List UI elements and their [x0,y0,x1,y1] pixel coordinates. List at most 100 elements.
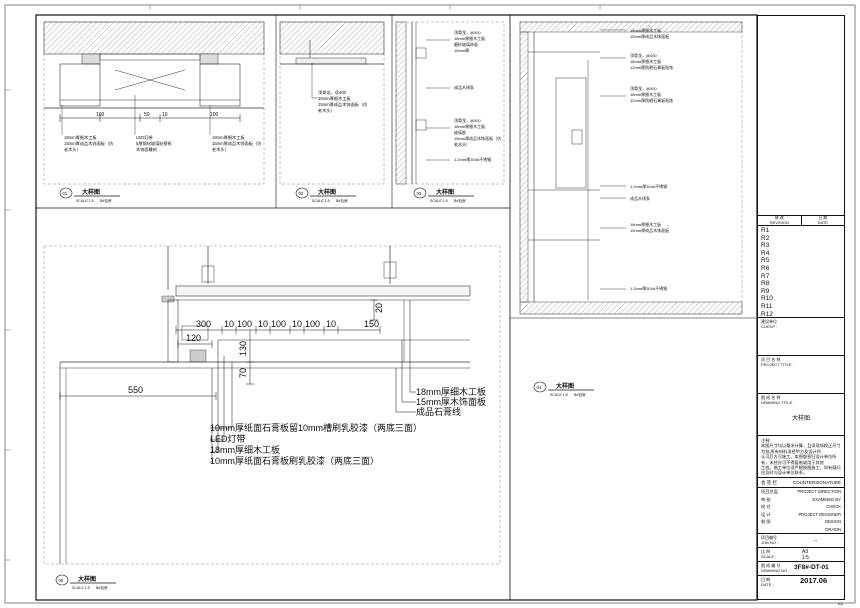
date-value: 2017.06 [800,576,828,585]
revision-item: R3 [761,242,770,250]
scale-label-cn: 比 例 [761,549,771,554]
d05-note-l1: 10mm厚纸面石膏板留10mm槽刷乳胶漆（两底三面） [210,422,422,433]
d02-ref: B#包房 [336,198,348,203]
d04-note-7: 18mm厚细木工板 [630,91,661,97]
d03-ref: B#包房 [454,198,466,203]
d03-number: 03 [417,191,422,196]
notes-heading: 注释: [761,438,771,443]
d03-note-2: 18mm厚细木工板 [454,35,485,41]
d01-dim-2: 50 [144,112,150,118]
d02-number: 02 [299,191,304,196]
revision-item: R7 [761,272,770,280]
drawing-title-value: 大样图 [792,416,811,422]
d03-note-9: 15mm厚成品木饰面板（仿 [454,135,501,141]
scale-value: 1:5 [802,555,809,561]
d01-note-c2: 15mm厚成品木饰面板（仿 [212,140,261,147]
revision-item: R6 [761,264,770,272]
drawing-no-field: 图 纸 编 号 DRAWING NO. : 3F8#-DT-01 [758,562,844,576]
drawing-title-label-cn: 图 纸 名 称 [761,395,781,400]
d01-note-b2: 5厚钢化玻璃贴壁纸 [136,140,173,147]
d05-dim-100c: 100 [305,319,320,329]
scale-field: 比 例 SCALE : A3 1:5 [758,548,844,562]
logo-area [758,16,844,216]
d03-note-6: 顶骨龙，@400 [454,117,482,123]
job-no-value: -- [814,538,818,544]
d04-note-6: 顶骨龙，@400 [630,85,658,91]
d01-note-b3: 木饰面雕刻 [136,146,157,153]
d03-note-11: 1.2mm厚304#不锈钢 [454,156,491,162]
project-label-cn: 项 目 名 称 [761,357,781,362]
d05-number: 05 [59,578,64,583]
title-block: 修 改 REVISION 日 期 DATE R1 R2 R3 R4 R5 R6 … [757,15,845,600]
d05-dim-100a: 100 [237,319,252,329]
notes-field: 注释: 本图尺寸均以毫米计算，且须现场校正尺寸为准,所有材料须经甲方及设计师 认… [758,436,844,478]
revision-item: R8 [761,280,770,288]
d04-note-3: 顶骨龙，@400 [630,52,658,58]
detail-05: 300 10 100 10 100 10 100 10 150 20 120 1… [43,245,501,590]
d02-scale: SCALE 1:5 [312,199,330,203]
countersign-header: 会 签 栏 COUNTERSIGNATURE [758,478,844,488]
d02-note-1: 顶骨龙，@400 [318,89,347,96]
d04-note-10: 成品木线条 [630,195,650,201]
d05-dim-10d: 10 [326,319,336,329]
d01-note-2: 15mm厚成品木饰面板（仿 [64,140,113,147]
drawing-title-field: 图 纸 名 称 DRAWING TITLE : 大样图 [758,394,844,436]
d04-note-8: 12mm厚防晒石膏板贴饰 [630,97,673,103]
d05-dim-10b: 10 [258,319,268,329]
paper-size-value: A3 [802,549,809,555]
panel-grid [36,15,757,600]
d02-title: 大样图 [318,188,336,196]
d04-ref: B#包房 [574,392,586,397]
job-no-label-en: JOB NO. : [761,539,780,545]
revision-item: R2 [761,234,770,242]
d01-scale: SCALE 1:5 [76,199,94,203]
d05-dim-150: 150 [364,319,379,329]
d03-note-5: 成品木线条 [454,84,474,90]
d04-scale: SCALE 1:5 [550,393,568,397]
d05-note-r3: 成品石膏线 [416,406,461,417]
revision-item: R10 [761,295,773,303]
notes-line: 认可后方可施工。本图版权归设计单位所有，未经许可不得复制或用于其他 [761,454,837,465]
d01-dim-3: 10 [162,112,168,118]
d04-note-12: 15mm厚成品木饰面板 [630,227,669,233]
revision-label-en: REVISION [769,219,789,225]
sheet-size-mark: A3 [838,601,844,606]
d05-title: 大样图 [78,575,96,583]
d01-note-3: 老木头） [64,146,81,153]
d05-ref: B#包房 [96,585,108,590]
d05-dim-120: 120 [186,333,201,343]
d05-dim-550: 550 [128,385,143,395]
project-label-en: PROJECT TITLE : [761,361,794,367]
d03-note-4: 15mm厚 [454,48,469,53]
detail-01: 100 50 10 100 18mm厚细木工板 15mm厚成品木饰面板（仿 老木… [43,21,265,203]
drawing-no-value: 3F8#-DT-01 [794,564,829,571]
countersign-label-cn: 会 签 栏 [761,480,778,485]
d01-note-c1: 18mm厚细木工板 [212,134,245,141]
project-title-field: 项 目 名 称 PROJECT TITLE : [758,356,844,394]
d05-dim-130: 130 [238,341,248,356]
d05-note-r1: 18mm厚细木工板 [416,386,486,397]
d05-dim-20: 20 [374,303,384,313]
detail-04: 18mm厚细木工板 15mm厚成品木饰面板 顶骨龙，@400 18mm厚细木工板… [519,21,743,397]
scale-label-en: SCALE : [761,553,777,559]
d01-title: 大样图 [82,188,100,196]
d03-note-7: 18mm厚细木工板 [454,123,485,129]
date-label-en: DATE [817,219,828,225]
client-label-en: CLIENT : [761,323,778,329]
edge-ticks [5,5,601,561]
d05-dim-70: 70 [238,368,248,378]
d01-note-b1: LED灯带 [136,134,153,141]
revision-item: R1 [761,227,770,234]
d01-dim-4: 100 [210,112,219,118]
d04-note-5: 12mm厚防晒石膏板贴饰 [630,64,673,70]
d04-number: 04 [537,385,542,390]
sheet-border-outer [4,4,856,604]
revision-label-cn: 修 改 [774,215,784,220]
d05-note-l2: LED灯带 [210,434,246,444]
d01-note-1: 18mm厚细木工板 [64,134,97,141]
